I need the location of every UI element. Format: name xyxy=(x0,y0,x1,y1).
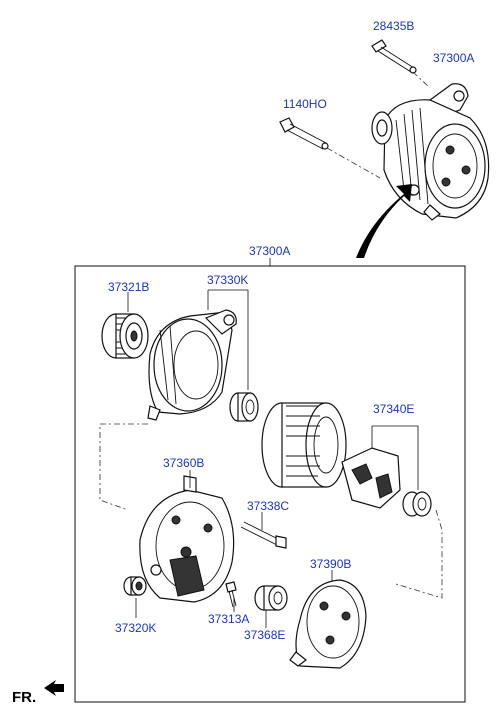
bushing-37320k xyxy=(123,576,147,596)
bearing-front xyxy=(229,392,259,422)
screw-37313a xyxy=(225,581,237,608)
fr-arrow-icon xyxy=(44,680,64,696)
regulator-37340e xyxy=(341,447,432,517)
label-37340e: 37340E xyxy=(373,402,414,416)
label-37320k: 37320K xyxy=(115,621,156,635)
label-37390b: 37390B xyxy=(310,557,351,571)
pulley-37321b xyxy=(101,313,149,359)
front-bracket-37330k xyxy=(147,309,237,421)
direction-marker-fr: FR. xyxy=(12,689,36,706)
pointer-arrow xyxy=(356,184,412,258)
label-28435b: 28435B xyxy=(373,19,414,33)
label-37338c: 37338C xyxy=(247,499,289,513)
rear-cover-37390b xyxy=(289,579,367,669)
alternator-assembled-top xyxy=(371,83,490,221)
insulator-37368e xyxy=(254,585,288,611)
stator-rotor xyxy=(261,402,347,488)
rear-bracket-37360b xyxy=(139,475,235,603)
label-37368e: 37368E xyxy=(244,628,285,642)
label-37360b: 37360B xyxy=(163,456,204,470)
label-1140ho: 1140HO xyxy=(283,97,327,111)
through-bolt-37338c xyxy=(240,521,287,549)
label-37330k: 37330K xyxy=(207,273,248,287)
bolt-1140ho xyxy=(279,117,381,179)
bolt-28435b xyxy=(371,39,431,89)
label-37321b: 37321B xyxy=(108,280,149,294)
label-37300a-box: 37300A xyxy=(249,244,290,258)
label-37313a: 37313A xyxy=(208,612,249,626)
label-37300a-top: 37300A xyxy=(433,51,474,65)
